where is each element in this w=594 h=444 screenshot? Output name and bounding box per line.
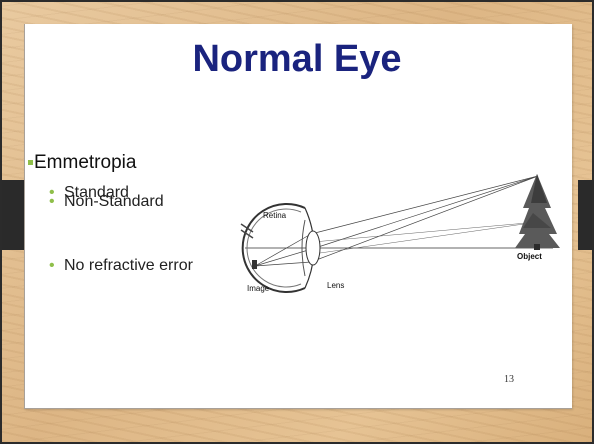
label-image: Image — [247, 284, 270, 293]
label-lens: Lens — [327, 281, 344, 290]
bullet-nonstandard: • Non-Standard — [64, 192, 164, 212]
bullet-dot-icon: • — [49, 256, 55, 276]
bullet-no-refractive-error-text: No refractive error — [64, 257, 193, 274]
ray — [311, 176, 538, 262]
bullet-square-icon — [28, 160, 33, 165]
label-retina: Retina — [263, 211, 287, 220]
left-dark-band — [2, 180, 26, 250]
ray — [311, 176, 538, 234]
bullet-nonstandard-text: Non-Standard — [64, 193, 164, 210]
label-object: Object — [517, 252, 542, 261]
page-number: 13 — [504, 374, 514, 385]
ray — [315, 176, 538, 248]
bullet-no-refractive-error: • No refractive error — [64, 256, 204, 276]
bullet-dot-icon: • — [49, 192, 55, 212]
right-dark-band — [578, 180, 592, 250]
eye-diagram: Retina Image Lens Object — [233, 168, 560, 299]
bullet-emmetropia: Emmetropia — [34, 152, 136, 174]
bullet-emmetropia-text: Emmetropia — [34, 152, 136, 173]
eye-diagram-svg: Retina Image Lens Object — [233, 168, 560, 299]
slide-title: Normal Eye — [0, 38, 594, 81]
tree-icon — [515, 174, 560, 250]
